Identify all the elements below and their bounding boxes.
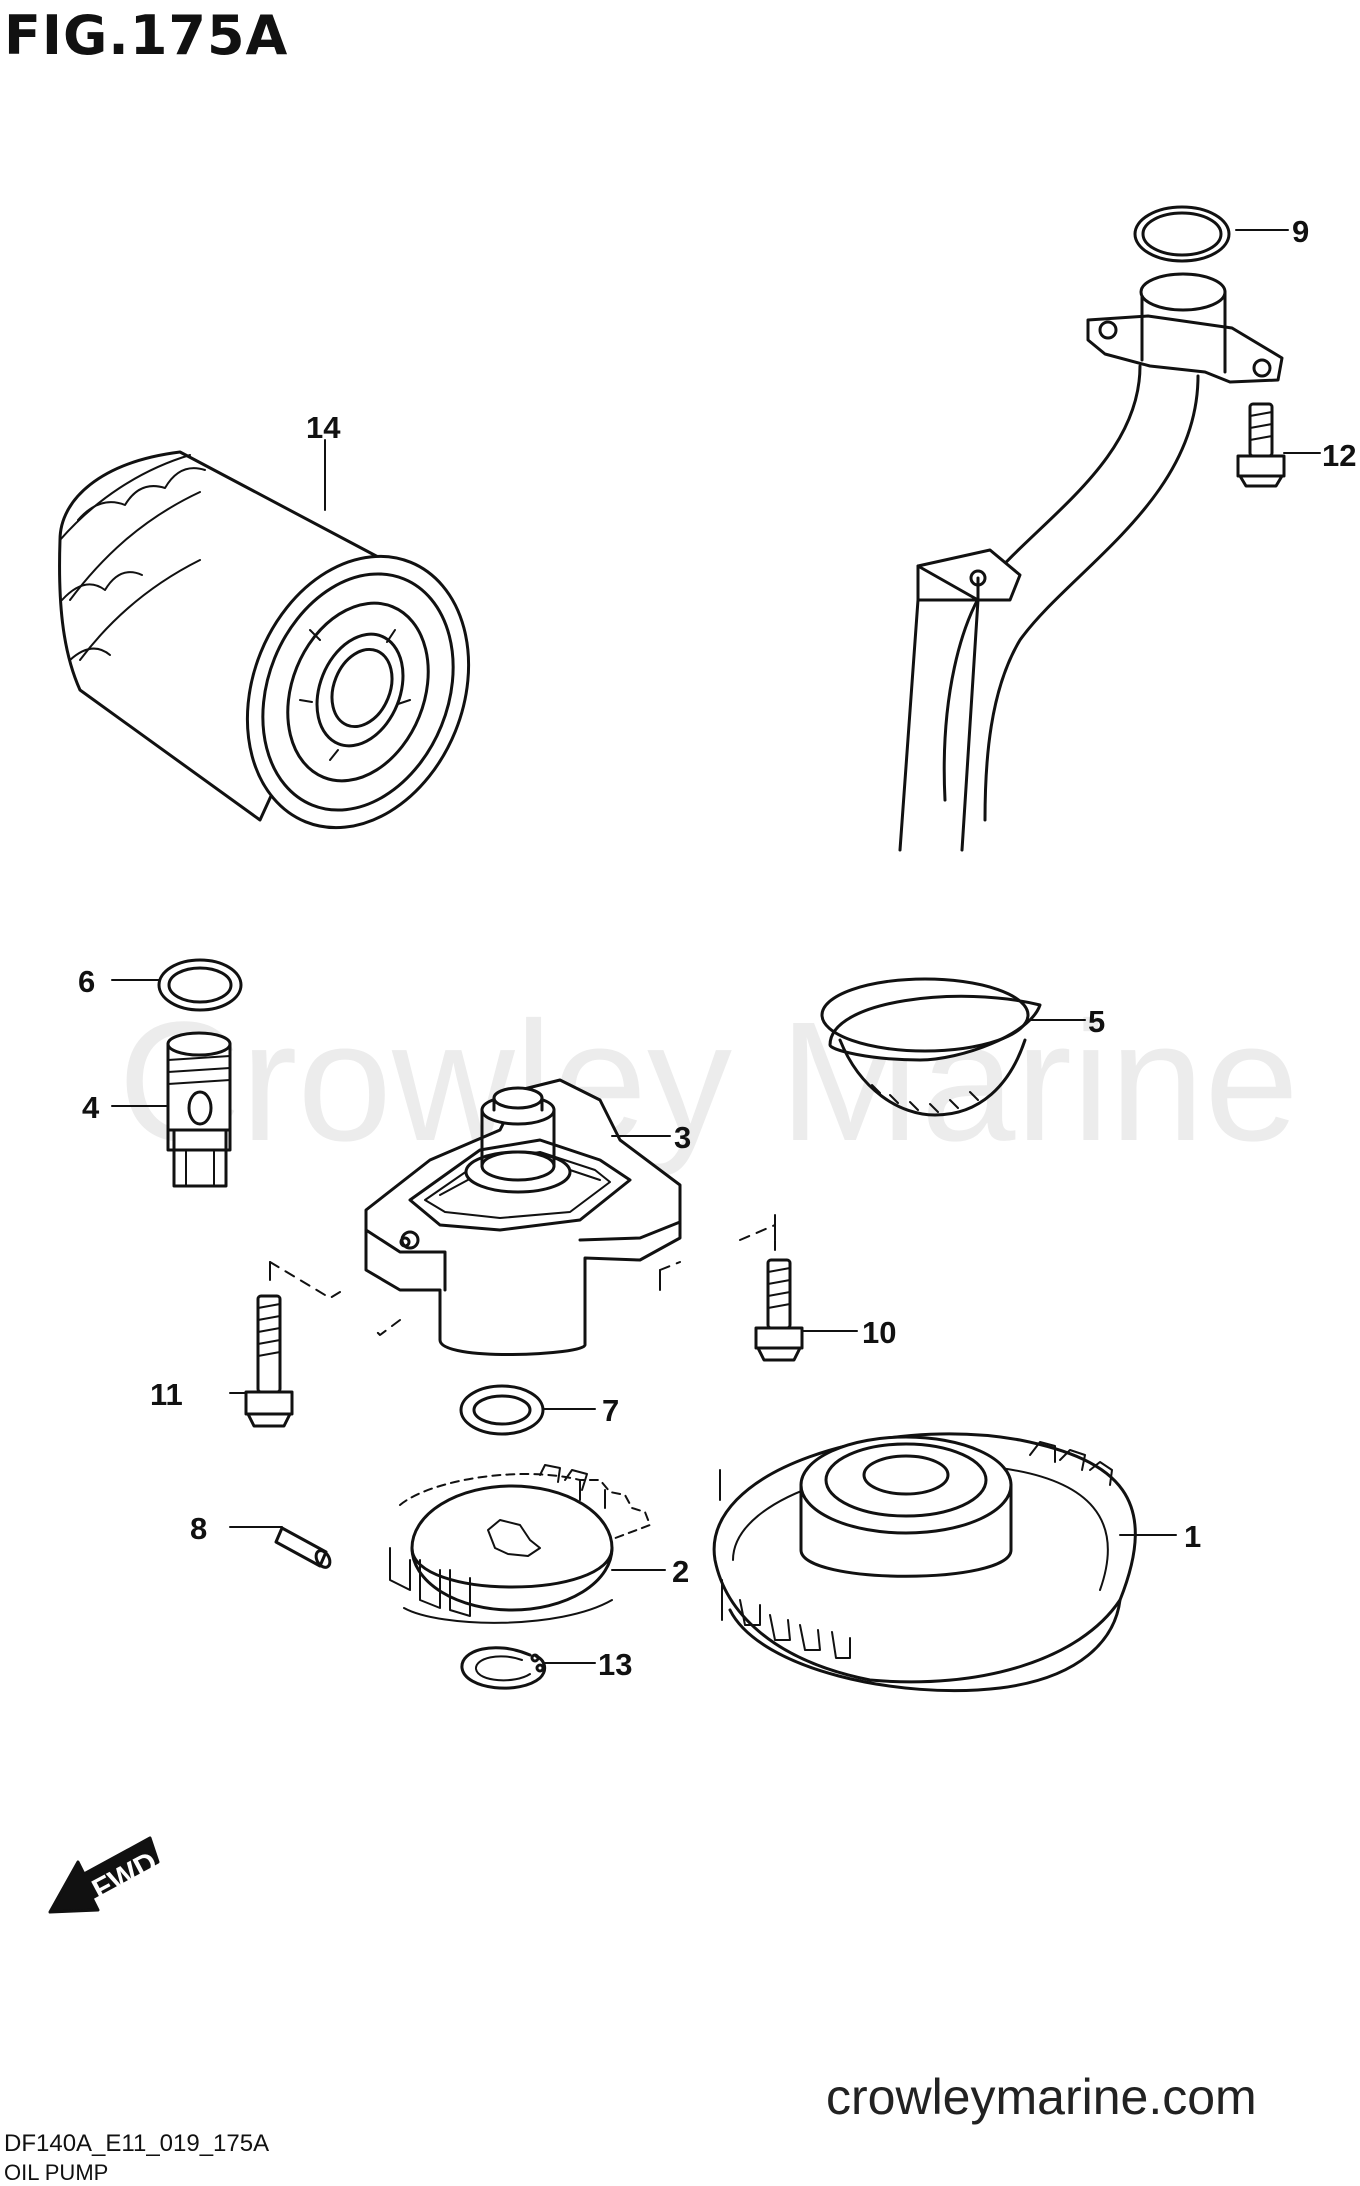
callout-6: 6	[78, 964, 95, 999]
model-code: DF140A_E11_019_175A	[4, 2130, 270, 2157]
bolt-part-11[interactable]	[244, 1294, 294, 1428]
watermark: Crowley Marine	[118, 987, 1299, 1177]
oil-strainer-part-5[interactable]	[820, 272, 1284, 1117]
callout-8: 8	[190, 1511, 207, 1546]
callout-3: 3	[674, 1120, 691, 1155]
circlip-part-13[interactable]	[460, 1646, 547, 1690]
callout-1: 1	[1184, 1519, 1201, 1554]
outer-rotor-part-1[interactable]	[712, 1432, 1137, 1693]
callout-13: 13	[598, 1647, 632, 1682]
callout-10: 10	[862, 1315, 896, 1350]
union-bolt-part-4[interactable]	[166, 1031, 232, 1188]
o-ring-part-9[interactable]	[1133, 205, 1231, 263]
figure-caption: OIL PUMP	[4, 2160, 109, 2185]
forward-direction-arrow-icon	[48, 1836, 160, 1914]
washer-part-7[interactable]	[459, 1384, 545, 1436]
oil-filter-part-14[interactable]	[58, 450, 508, 861]
bolt-part-12[interactable]	[1236, 402, 1286, 488]
bolt-part-10[interactable]	[754, 1258, 804, 1362]
oil-pump-body-part-3[interactable]	[269, 1078, 776, 1356]
callout-14: 14	[306, 410, 341, 445]
inner-rotor-part-2[interactable]	[389, 1464, 651, 1624]
figure-title: FIG.175A	[4, 4, 289, 67]
callout-7: 7	[602, 1393, 619, 1428]
pin-part-8[interactable]	[274, 1526, 333, 1570]
callout-11: 11	[150, 1377, 183, 1412]
leader-lines	[111, 229, 1321, 1664]
callout-12: 12	[1322, 438, 1356, 473]
callout-5: 5	[1088, 1004, 1105, 1039]
website-text: crowleymarine.com	[826, 2069, 1257, 2125]
callout-2: 2	[672, 1554, 689, 1589]
washer-part-6[interactable]	[157, 958, 243, 1012]
callout-4: 4	[82, 1090, 100, 1125]
callout-9: 9	[1292, 214, 1309, 249]
